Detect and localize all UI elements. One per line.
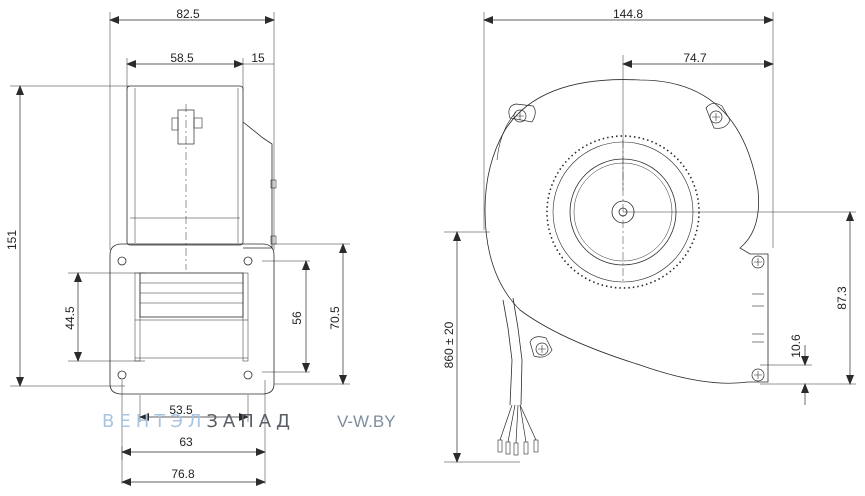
dim-cable-length: 860 ± 20 bbox=[442, 321, 456, 368]
watermark: ВЕНТЭЛЗАПАД V-W.BY bbox=[102, 411, 396, 432]
svg-text:ВЕНТЭЛЗАПАД: ВЕНТЭЛЗАПАД bbox=[102, 411, 295, 432]
side-view bbox=[10, 12, 350, 484]
dim-outlet-offset: 10.6 bbox=[789, 334, 803, 358]
dim-flange-outer-height: 70.5 bbox=[328, 306, 342, 330]
side-view-dimension-lines bbox=[16, 16, 347, 486]
front-view-dimension-labels: 144.8 74.7 87.3 860 ± 20 10.6 bbox=[442, 7, 849, 368]
dim-height: 151 bbox=[5, 230, 19, 250]
dim-flange-height: 56 bbox=[290, 311, 304, 325]
site-url: V-W.BY bbox=[337, 412, 396, 431]
dim-axis-offset: 74.7 bbox=[683, 51, 707, 65]
dim-overall-width: 82.5 bbox=[176, 7, 200, 21]
dim-flange-width: 76.8 bbox=[171, 467, 195, 481]
dim-axis-height: 87.3 bbox=[835, 286, 849, 310]
dim-body-width: 58.5 bbox=[170, 51, 194, 65]
dim-front-overall-width: 144.8 bbox=[613, 7, 643, 21]
dim-outlet-width: 53.5 bbox=[169, 403, 193, 417]
dim-outlet-height: 44.5 bbox=[63, 306, 77, 330]
front-view bbox=[444, 12, 856, 463]
front-view-dimension-lines bbox=[453, 16, 854, 463]
brand-part-2: ЗАПАД bbox=[206, 411, 295, 432]
side-view-dimension-labels: 82.5 58.5 15 151 44.5 56 70.5 53.5 63 76… bbox=[5, 7, 342, 481]
dim-motor-depth: 15 bbox=[251, 51, 265, 65]
dim-hole-spacing: 63 bbox=[179, 435, 193, 449]
brand-part-1: ВЕНТЭЛ bbox=[102, 411, 206, 432]
